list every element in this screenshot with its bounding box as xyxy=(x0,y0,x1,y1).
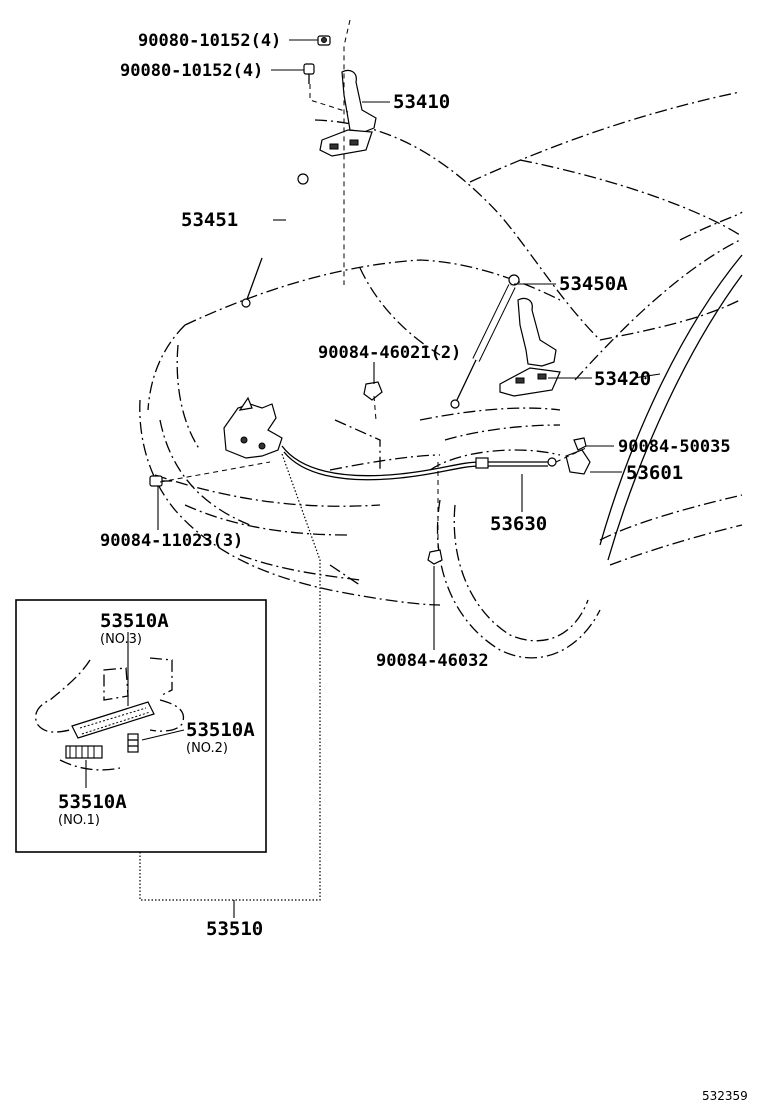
label-cover-no3: 53510A xyxy=(100,610,169,632)
part-labels: 90080-10152(4) 90080-10152(4) 53410 5345… xyxy=(58,31,748,1103)
label-support-rod-rh: 53450A xyxy=(559,273,628,295)
reference-lines xyxy=(159,19,587,550)
label-cover-no1-sub: (NO.1) xyxy=(58,813,100,828)
label-hinge-rh: 53420 xyxy=(594,368,651,390)
label-screw-lock: 90084-11023(3) xyxy=(100,531,243,551)
leader-lines xyxy=(139,39,661,918)
support-rod-lh xyxy=(241,173,309,308)
label-release-cable: 53630 xyxy=(490,513,547,535)
label-lever: 53601 xyxy=(626,462,683,484)
hood-lock xyxy=(223,396,283,459)
vehicle-outline xyxy=(139,91,743,659)
label-bolt-a: 90080-10152(4) xyxy=(138,31,281,51)
label-support-rod-lh: 53451 xyxy=(181,209,238,231)
label-cover-no2: 53510A xyxy=(186,719,255,741)
release-cable xyxy=(281,445,548,481)
hood-hinge-rh xyxy=(499,297,561,397)
label-clip-bottom: 90084-46032 xyxy=(376,651,489,671)
label-hood-lock: 53510 xyxy=(206,918,263,940)
detail-inset xyxy=(15,599,267,853)
support-rod-rh xyxy=(450,274,520,409)
label-bolt-b: 90080-10152(4) xyxy=(120,61,263,81)
label-hinge-lh: 53410 xyxy=(393,91,450,113)
label-clip-right: 90084-50035 xyxy=(618,437,731,457)
cushion-no3 xyxy=(71,701,155,739)
label-cover-no2-sub: (NO.2) xyxy=(186,741,228,756)
bolt-icon xyxy=(303,35,331,84)
label-clip-top: 90084-46021(2) xyxy=(318,343,461,363)
cushion-no2 xyxy=(127,733,139,753)
cushion-no1 xyxy=(65,745,103,759)
diagram-code: 532359 xyxy=(702,1089,748,1103)
hood-hinge-lh xyxy=(319,69,377,157)
clip-icon xyxy=(363,381,587,565)
screw-icon xyxy=(149,475,172,487)
label-cover-no1: 53510A xyxy=(58,791,127,813)
label-cover-no3-sub: (NO.3) xyxy=(100,632,142,647)
